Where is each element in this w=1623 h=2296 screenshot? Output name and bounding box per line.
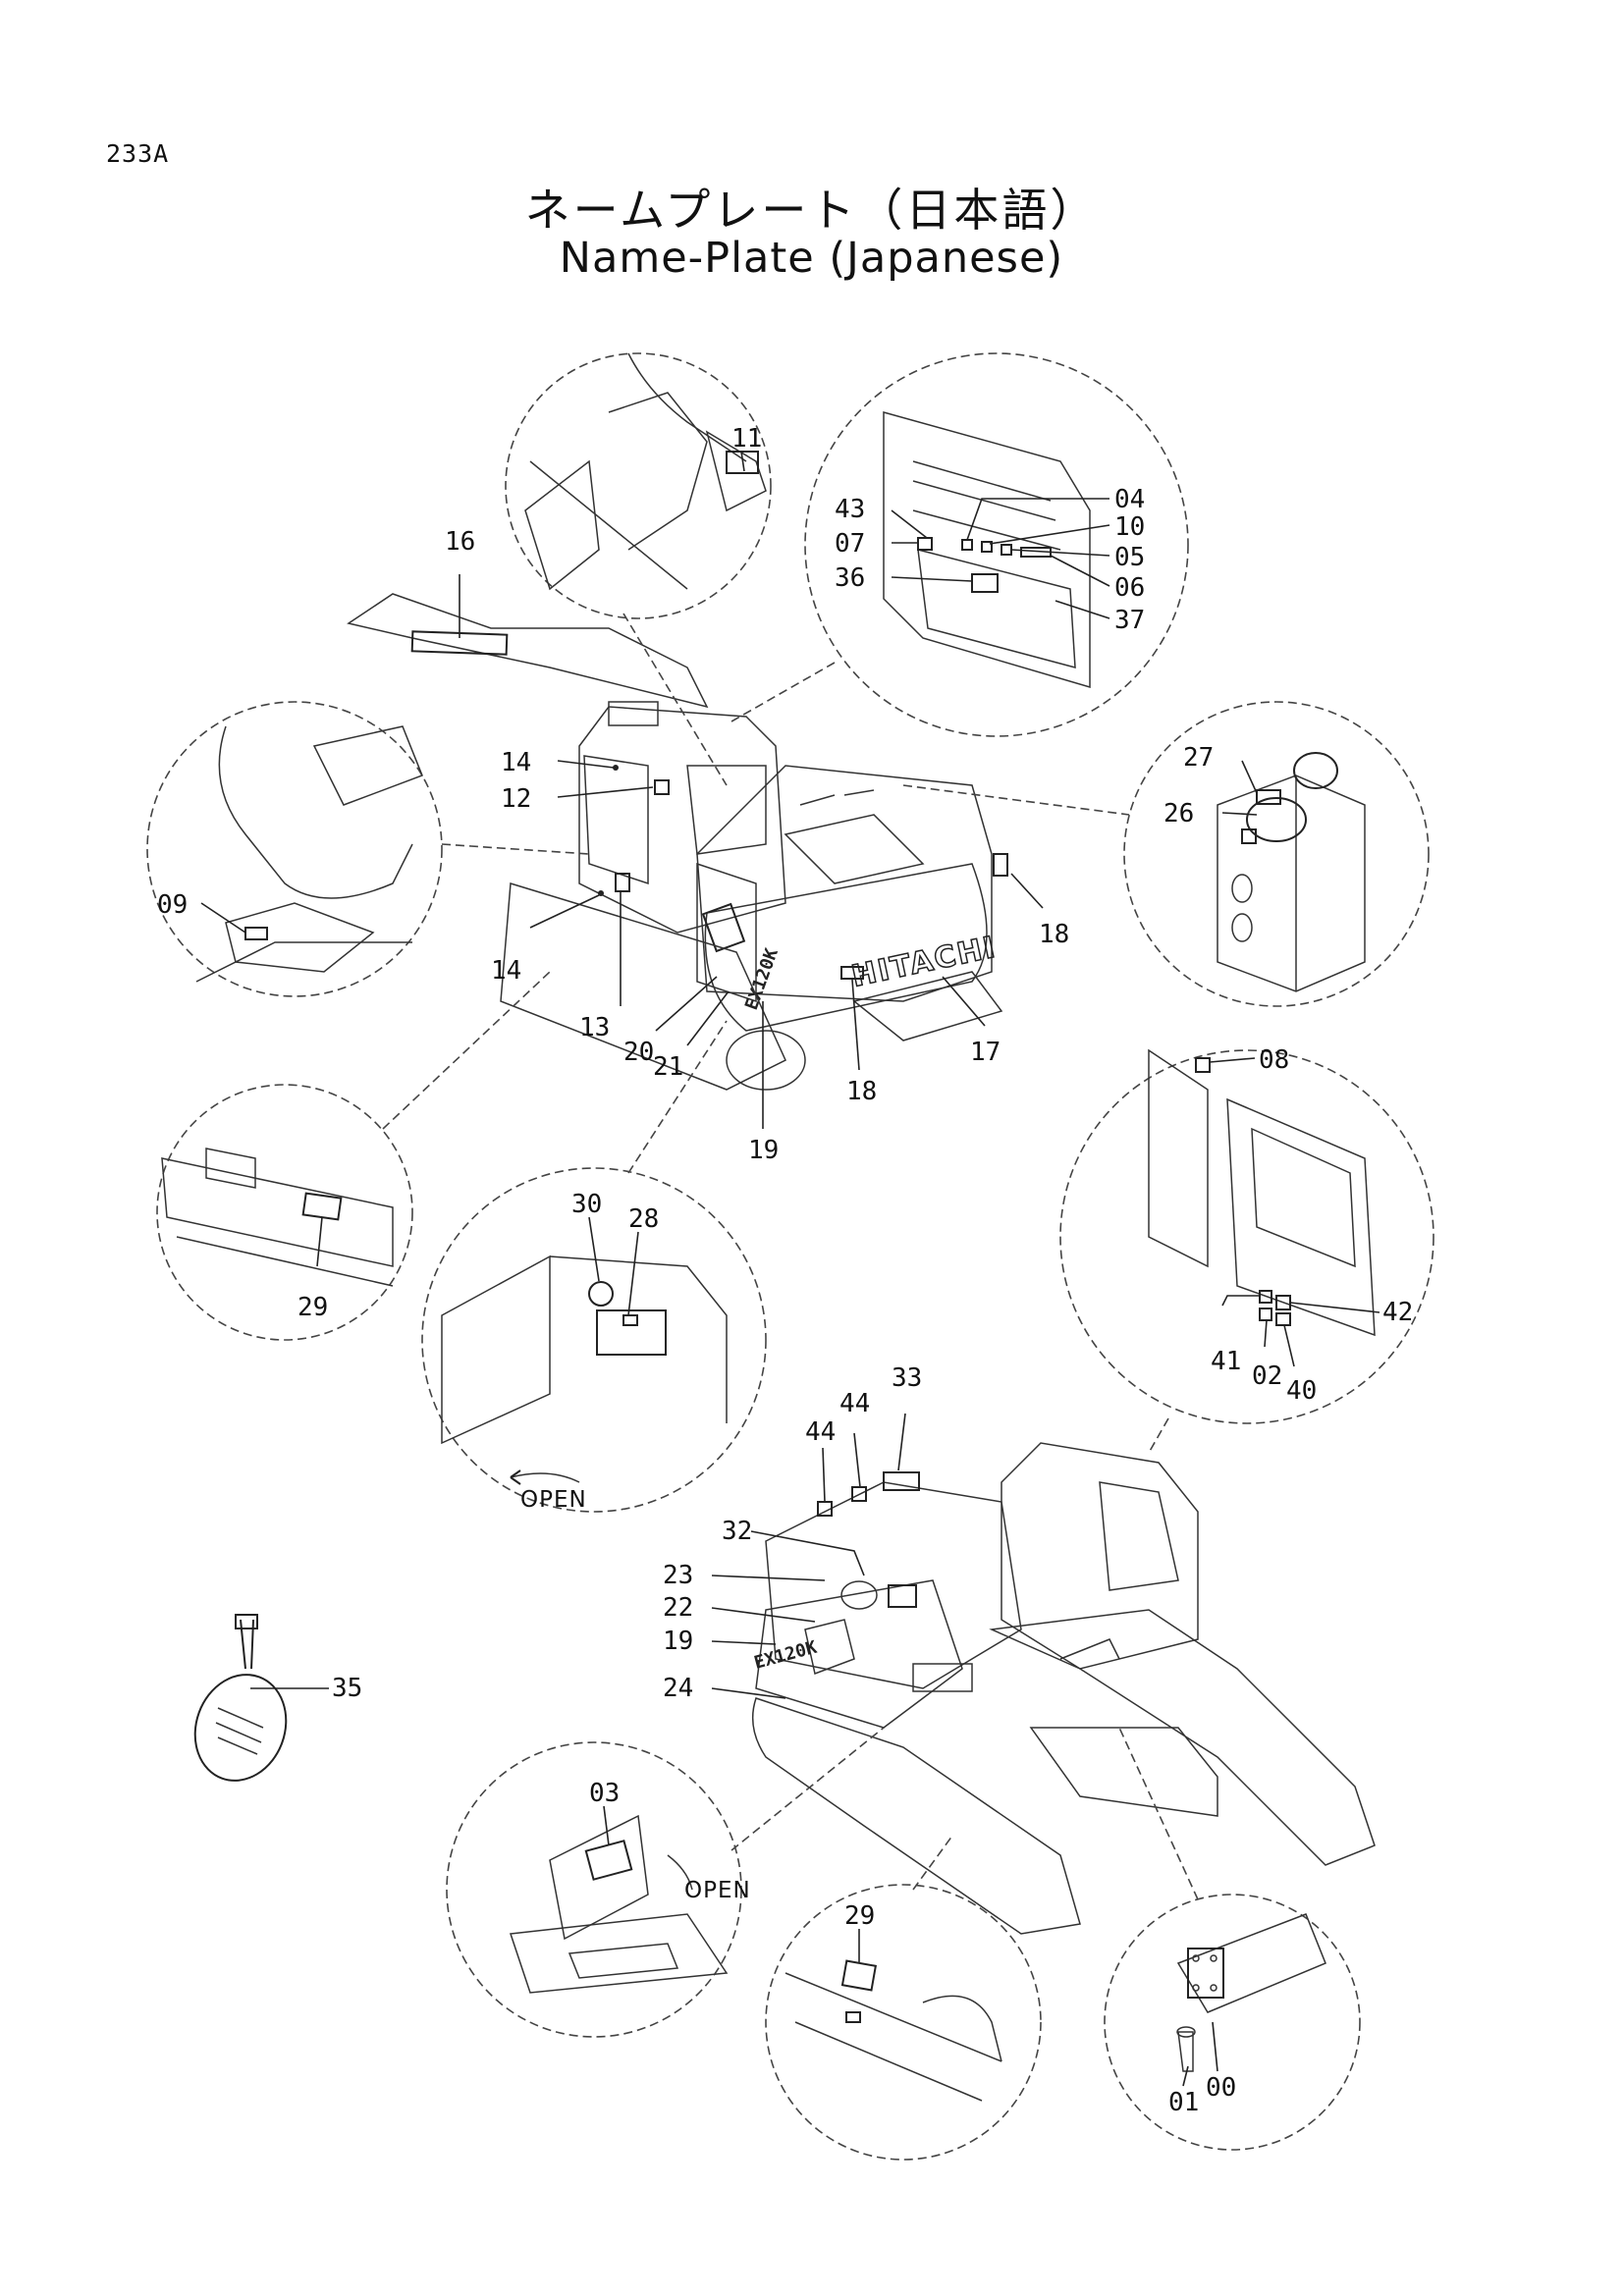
callout-05: 05 <box>1114 543 1145 572</box>
title-english: Name-Plate (Japanese) <box>559 234 1064 283</box>
callout-14a: 14 <box>501 748 531 777</box>
callout-11: 11 <box>731 424 762 454</box>
callout-32: 32 <box>722 1517 752 1546</box>
callout-37: 37 <box>1114 606 1145 635</box>
detail-circle-lever <box>505 352 772 619</box>
callout-07: 07 <box>835 529 865 559</box>
connector-lines <box>382 613 1199 1900</box>
machine-top: HITACHI EX120K <box>347 593 1008 1091</box>
callout-09: 09 <box>157 890 188 920</box>
brand-text: HITACHI <box>848 930 1000 993</box>
callout-19b: 19 <box>663 1627 693 1656</box>
callout-00: 00 <box>1206 2073 1236 2103</box>
detail-circle-cover <box>446 1741 742 2038</box>
callout-24: 24 <box>663 1674 693 1703</box>
page-code: 233A <box>106 139 170 168</box>
callout-36: 36 <box>835 563 865 593</box>
detail-circle-pin <box>1104 1894 1361 2151</box>
machine-bottom: EX120K <box>752 1442 1376 1935</box>
callout-03: 03 <box>589 1779 620 1808</box>
callout-04: 04 <box>1114 485 1145 514</box>
callout-19a: 19 <box>748 1136 779 1165</box>
open-label-battery: OPEN <box>520 1487 587 1513</box>
callout-26: 26 <box>1163 799 1194 828</box>
detail-circle-track-bottom <box>765 1884 1042 2161</box>
callout-27: 27 <box>1183 743 1214 773</box>
callout-17: 17 <box>970 1038 1001 1067</box>
callout-20: 20 <box>623 1038 654 1067</box>
callout-42: 42 <box>1382 1298 1413 1327</box>
model-badge-front: EX120K <box>741 945 783 1012</box>
callout-21: 21 <box>653 1052 683 1082</box>
callout-14b: 14 <box>491 956 521 986</box>
callout-08: 08 <box>1259 1045 1289 1075</box>
callout-16: 16 <box>445 527 475 557</box>
detail-circle-door <box>1059 1048 1434 1424</box>
callout-29b: 29 <box>844 1901 875 1931</box>
detail-circle-cab-wall <box>804 352 1189 737</box>
callout-28: 28 <box>628 1204 659 1234</box>
detail-circle-seat <box>146 701 443 997</box>
leader-lines <box>200 451 1380 2087</box>
callout-35: 35 <box>332 1674 362 1703</box>
callout-13: 13 <box>579 1013 610 1042</box>
callout-30: 30 <box>571 1190 602 1219</box>
callout-44b: 44 <box>805 1417 836 1447</box>
callout-23: 23 <box>663 1561 693 1590</box>
callout-12: 12 <box>501 784 531 814</box>
key-tag <box>193 1614 288 1782</box>
callout-18a: 18 <box>1039 920 1069 949</box>
callout-01: 01 <box>1168 2088 1199 2117</box>
callout-43: 43 <box>835 495 865 524</box>
callout-33: 33 <box>892 1363 922 1393</box>
detail-circle-track-left <box>156 1084 413 1341</box>
callout-29a: 29 <box>298 1293 328 1322</box>
callout-18b: 18 <box>846 1077 877 1106</box>
detail-circle-battery <box>421 1167 767 1513</box>
callout-22: 22 <box>663 1593 693 1623</box>
callout-10: 10 <box>1114 512 1145 542</box>
open-label-cover: OPEN <box>684 1878 751 1903</box>
callout-41: 41 <box>1211 1347 1241 1376</box>
callout-labels: 11 16 43 07 36 04 10 05 06 37 14 12 09 1… <box>157 424 1413 2117</box>
callout-02: 02 <box>1252 1362 1282 1391</box>
callout-40: 40 <box>1286 1376 1317 1406</box>
detail-circle-tank <box>1123 701 1430 1007</box>
callout-44a: 44 <box>839 1389 870 1418</box>
title-japanese: ネームプレート（日本語） <box>524 184 1099 237</box>
callout-06: 06 <box>1114 573 1145 603</box>
